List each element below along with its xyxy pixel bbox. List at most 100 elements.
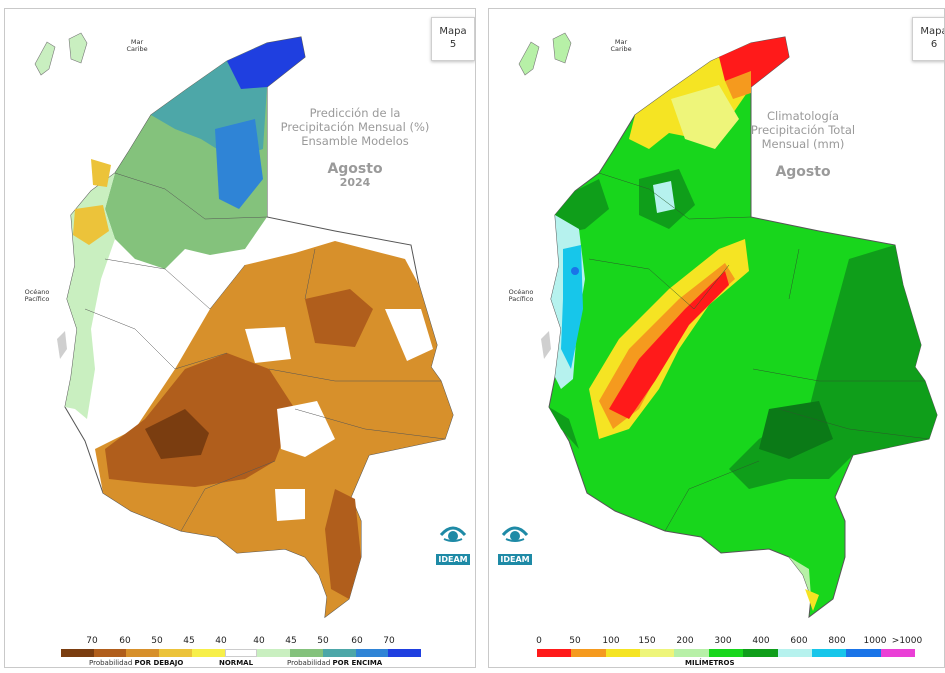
department-borders (84, 172, 446, 532)
legend-above-caption: Probabilidad POR ENCIMA (287, 659, 382, 667)
legend-number: 100 (602, 636, 620, 646)
legend-color-swatch (61, 649, 94, 657)
legend-number: 400 (752, 636, 770, 646)
badge-number: 6 (930, 39, 938, 50)
legend-mm-caption: MILÍMETROS (685, 659, 735, 667)
legend-number: 150 (638, 636, 656, 646)
legend-color-swatch (159, 649, 192, 657)
legend-color-swatch (880, 649, 915, 657)
legend-number: 200 (676, 636, 694, 646)
right-legend-colorbar (537, 649, 915, 657)
zone-below-60-b (305, 289, 373, 347)
zone-300-400-a (555, 179, 609, 233)
legend-mm-text: MILÍMETROS (685, 659, 735, 667)
zone-below-70 (145, 409, 209, 459)
title-line-1: Climatología (767, 109, 839, 123)
zone-800-1000 (561, 245, 583, 369)
legend-color-swatch (322, 649, 356, 657)
map-title: Predicción de la Precipitación Mensual (… (265, 106, 445, 190)
legend-number: 300 (714, 636, 732, 646)
map-month: Agosto (775, 164, 831, 180)
legend-below-bold: POR DEBAJO (134, 659, 184, 667)
zone-normal-c (275, 489, 305, 521)
island-gorgona (541, 331, 551, 359)
zone-normal-a (245, 327, 291, 363)
legend-color-swatch (257, 649, 291, 657)
legend-below-caption: Probabilidad POR DEBAJO (89, 659, 183, 667)
zone-normal-d (385, 309, 433, 361)
legend-number: 60 (119, 636, 131, 646)
island-san-andres (34, 41, 56, 76)
map-month: Agosto (327, 161, 383, 177)
legend-number: >1000 (891, 636, 923, 646)
legend-color-swatch (93, 649, 127, 657)
legend-number: 70 (383, 636, 395, 646)
legend-number: 40 (253, 636, 265, 646)
ideam-eye-icon (439, 526, 467, 542)
island-san-andres (518, 41, 540, 76)
climatology-map (518, 32, 938, 619)
zone-below-60-c (325, 489, 361, 599)
ideam-logo-text: IDEAM (436, 554, 470, 565)
legend-above-bold: POR ENCIMA (332, 659, 383, 667)
legend-number: 50 (151, 636, 163, 646)
legend-color-swatch (571, 649, 606, 657)
legend-color-swatch (674, 649, 709, 657)
zone-dark-south-west (549, 407, 579, 449)
prediction-map (34, 32, 454, 619)
legend-number: 50 (317, 636, 329, 646)
pacific-ocean-label: Océano Pacífico (508, 288, 534, 303)
title-line-2: Precipitación Mensual (%) (280, 120, 430, 134)
legend-normal-text: NORMAL (219, 659, 254, 667)
zone-50-100 (725, 71, 751, 99)
zone-amazon-darker (759, 401, 833, 459)
map-year: 2024 (339, 176, 371, 189)
ideam-logo-text: IDEAM (498, 554, 532, 565)
legend-color-swatch (126, 649, 160, 657)
pacific-ocean-label: Océano Pacífico (24, 288, 50, 303)
legend-color-swatch (537, 649, 572, 657)
ideam-eye-icon (501, 526, 529, 542)
title-line-1: Predicción de la (309, 106, 401, 120)
map-number-badge: Mapa 6 (912, 17, 945, 61)
legend-below-prefix: Probabilidad (89, 659, 135, 667)
island-providencia (68, 32, 88, 64)
left-map-panel: Mapa 5 Mar Caribe Océano Pacífico Predic… (4, 8, 476, 668)
zone-above-70 (227, 37, 305, 89)
island-providencia (552, 32, 572, 64)
title-line-2: Precipitación Total (750, 123, 856, 137)
left-legend-colorbar (61, 649, 422, 657)
zone-south-yellow (805, 589, 819, 611)
caribbean-sea-label: Mar Caribe (126, 38, 148, 53)
legend-color-swatch (640, 649, 675, 657)
zone-1000 (571, 267, 579, 275)
badge-label: Mapa (920, 26, 945, 37)
legend-color-swatch (811, 649, 847, 657)
right-map-panel: Mapa 6 Mar Caribe Océano Pacífico Climat… (488, 8, 945, 668)
zone-below-60 (105, 353, 295, 487)
zone-below-45-b (91, 159, 111, 187)
legend-above-prefix: Probabilidad (287, 659, 333, 667)
legend-number: 60 (351, 636, 363, 646)
ideam-logo: IDEAM (433, 521, 473, 565)
map-title: Climatología Precipitación Total Mensual… (713, 109, 893, 179)
legend-normal-caption: NORMAL (219, 659, 253, 667)
legend-color-swatch (743, 649, 778, 657)
caribbean-sea-label: Mar Caribe (610, 38, 632, 53)
legend-color-swatch (355, 649, 389, 657)
ideam-logo: IDEAM (495, 521, 535, 565)
legend-number: 70 (86, 636, 98, 646)
zone-150-200 (671, 85, 739, 149)
right-legend-numbers: 0 50 100 150 200 300 400 600 800 1000 >1… (531, 636, 931, 648)
left-legend-numbers: 70 60 50 45 40 40 45 50 60 70 (55, 636, 425, 648)
legend-color-swatch (224, 649, 258, 657)
badge-number: 5 (449, 39, 457, 50)
title-line-3: Mensual (mm) (761, 137, 845, 151)
legend-number: 800 (828, 636, 846, 646)
legend-number: 600 (790, 636, 808, 646)
badge-label: Mapa (439, 26, 467, 37)
legend-number: 40 (215, 636, 227, 646)
title-line-3: Ensamble Modelos (301, 134, 409, 148)
legend-color-swatch (708, 649, 744, 657)
zone-normal-b (277, 401, 335, 457)
